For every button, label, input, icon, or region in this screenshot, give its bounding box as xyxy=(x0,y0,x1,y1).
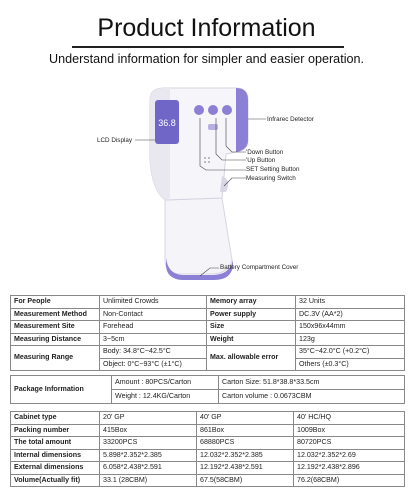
package-table: Package Information Amount : 80PCS/Carto… xyxy=(10,375,405,404)
label-measuring-switch: Measuring Switch xyxy=(246,175,296,182)
label-set-button: SET Setting Button xyxy=(246,166,300,173)
table-row: Measuring Distance 3~5cm Weight 123g xyxy=(10,332,405,346)
table-row: Measurement Site Forehead Size 150x96x44… xyxy=(10,320,405,334)
table-row: The total amount 33200PCS 68880PCS 80720… xyxy=(10,436,405,450)
screen-reading: 36.8 xyxy=(158,118,176,128)
table-row: Internal dimensions 5.898*2.352*2.385 12… xyxy=(10,448,405,462)
table-row: External dimensions 6.058*2.438*2.591 12… xyxy=(10,461,405,475)
page-subtitle: Understand information for simpler and e… xyxy=(48,52,364,66)
cabinet-table: Cabinet type 20' GP 40' GP 40' HC/HQ Pac… xyxy=(10,411,405,487)
label-up-button: 'Up Button xyxy=(246,157,276,164)
table-row: Packing number 415Box 861Box 1009Box xyxy=(10,423,405,437)
table-row: Object: 0°C~93°C (±1°C) Others (±0.3°C) xyxy=(11,357,405,371)
label-battery-cover: Battery Compartment Cover xyxy=(220,264,299,271)
table-row: Volume(Actually fit) 33.1 (28CBM) 67.5(5… xyxy=(10,473,405,487)
label-infrared-detector: Infrarec Detector xyxy=(267,116,314,123)
table-row: For People Unlimited Crowds Memory array… xyxy=(10,295,405,309)
table-row: Measuring Range Body: 34.8°C~42.5°C Max.… xyxy=(10,345,405,371)
thermometer-illustration: 36.8 xyxy=(135,87,266,280)
spec-table: For People Unlimited Crowds Memory array… xyxy=(10,295,405,371)
table-row: Measurement Method Non-Contact Power sup… xyxy=(10,307,405,321)
page-title: Product Information xyxy=(97,14,316,42)
label-lcd-display: LCD Display xyxy=(97,137,132,144)
label-down-button: 'Down Button xyxy=(246,149,284,156)
table-row: Package Information Amount : 80PCS/Carto… xyxy=(10,375,405,404)
table-row: Weight : 12.4KG/Carton Carton volume : 0… xyxy=(11,389,405,404)
table-row: Cabinet type 20' GP 40' GP 40' HC/HQ xyxy=(10,411,405,425)
title-underline xyxy=(72,46,344,48)
